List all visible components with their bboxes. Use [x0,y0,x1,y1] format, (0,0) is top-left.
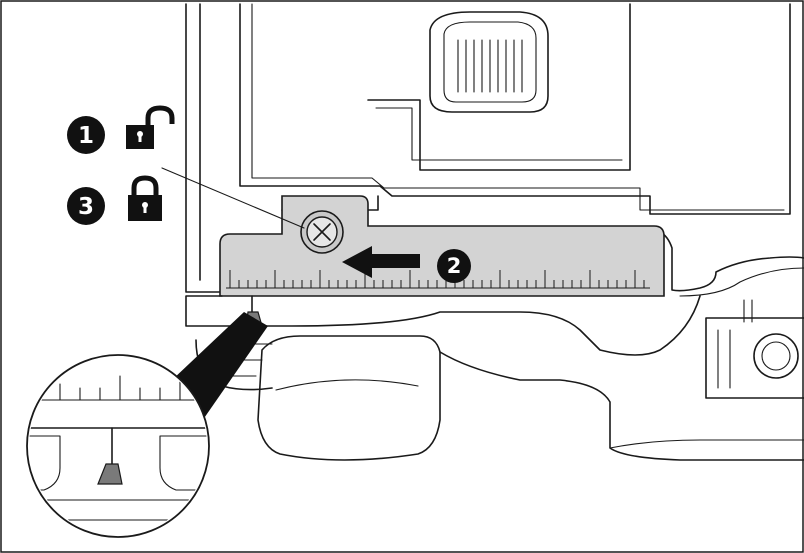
zoom-callout [26,312,268,538]
scale-ticks [226,270,650,289]
zoom-connector [172,312,268,424]
machine-base [195,299,804,461]
svg-text:1: 1 [78,123,94,149]
svg-text:3: 3 [78,194,94,220]
step-badge-2: 2 [437,249,471,283]
arrow-left-icon [342,246,420,278]
zoom-lens [26,354,210,538]
leader-line [161,167,305,229]
step-badge-1: 1 [67,116,105,154]
adjustment-screw[interactable] [300,210,344,254]
locked-padlock-icon [128,175,162,221]
svg-text:2: 2 [447,254,462,278]
grip-ridges [457,39,523,93]
scale-plate [219,195,665,297]
step-badge-3: 3 [67,187,105,225]
foot-pad [257,335,441,461]
unlocked-padlock-icon [126,105,175,149]
